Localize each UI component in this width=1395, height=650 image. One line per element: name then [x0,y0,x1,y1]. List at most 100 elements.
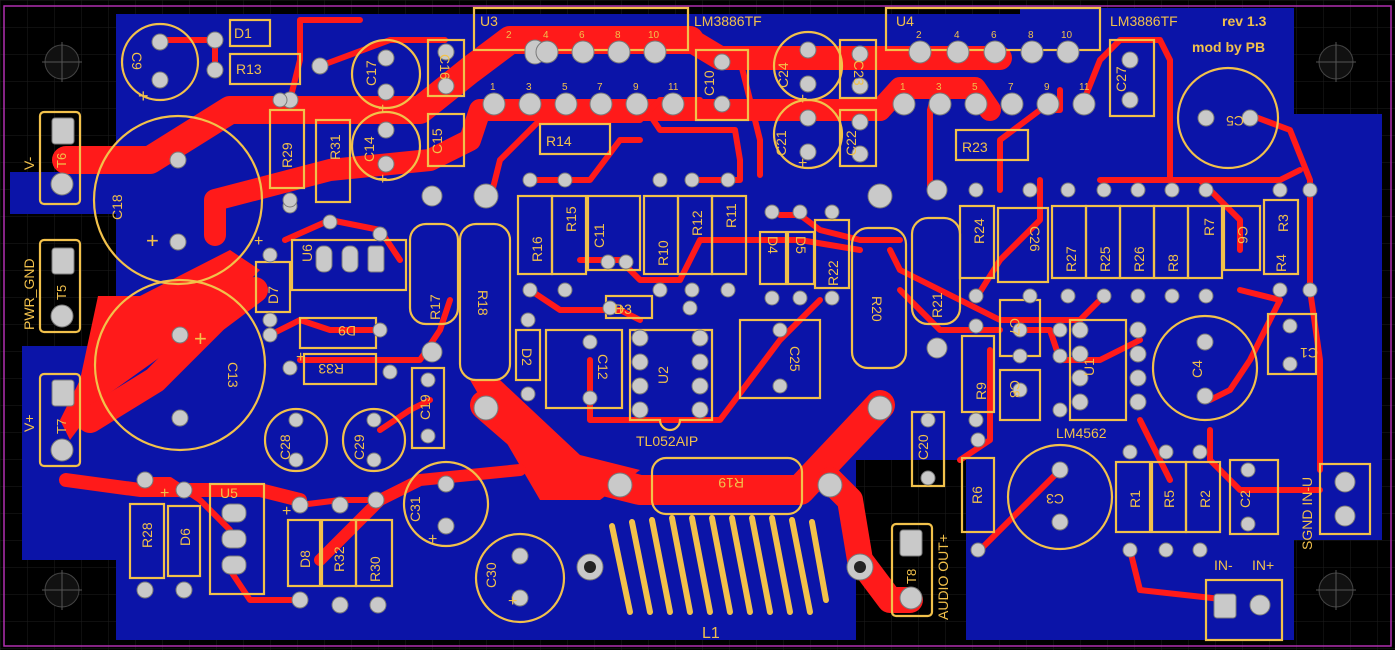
svg-text:3: 3 [936,82,942,93]
in-plus-label: IN+ [1252,557,1274,573]
svg-text:R24: R24 [971,218,987,244]
svg-text:C26: C26 [1027,226,1043,252]
u1-ref: U1 [1081,358,1097,376]
t5-ref: T5 [54,285,69,300]
svg-text:5: 5 [562,82,568,93]
u2-ref: U2 [655,366,671,384]
svg-text:C24: C24 [775,62,791,88]
svg-text:C10: C10 [701,70,717,96]
svg-text:D9: D9 [338,323,356,339]
svg-text:C4: C4 [1189,360,1205,378]
svg-text:C31: C31 [407,496,423,522]
svg-text:C28: C28 [277,434,293,460]
svg-text:C19: C19 [417,394,433,420]
svg-text:D1: D1 [234,25,252,41]
u5-ref: U5 [220,485,238,501]
component-pads [50,31,1356,619]
svg-text:C3: C3 [1046,491,1064,507]
svg-text:R33: R33 [318,361,344,377]
svg-text:+: + [296,349,305,366]
mounting-holes [42,42,1356,610]
svg-text:R13: R13 [236,61,262,77]
svg-text:11: 11 [668,82,679,93]
t6-label: V- [21,156,37,170]
svg-text:8: 8 [1028,30,1034,41]
svg-text:+: + [428,531,437,548]
l1-label: L1 [702,625,720,642]
svg-text:R29: R29 [279,142,295,168]
svg-text:D3: D3 [614,301,632,317]
svg-text:R3: R3 [1275,214,1291,232]
svg-text:C23: C23 [851,60,867,86]
svg-text:R1: R1 [1127,490,1143,508]
in-minus-label: IN- [1214,557,1233,573]
svg-text:+: + [160,485,169,502]
inductor-l1-coil [609,515,829,615]
svg-text:5: 5 [972,82,978,93]
svg-text:C22: C22 [843,130,859,156]
svg-text:R7: R7 [1201,218,1217,236]
svg-text:C1: C1 [1300,345,1318,361]
svg-text:C14: C14 [361,136,377,162]
svg-text:1: 1 [490,82,496,93]
svg-text:C25: C25 [787,346,803,372]
svg-text:R12: R12 [689,210,705,236]
svg-text:R27: R27 [1063,246,1079,272]
svg-text:1: 1 [900,82,906,93]
svg-text:6: 6 [991,30,997,41]
svg-text:C11: C11 [591,223,607,248]
author-label: mod by PB [1192,39,1265,55]
svg-text:10: 10 [1061,30,1073,41]
svg-text:+: + [798,91,807,108]
svg-text:C15: C15 [429,128,445,154]
svg-text:R11: R11 [723,203,739,228]
svg-text:R8: R8 [1165,254,1181,272]
svg-text:C16: C16 [437,54,453,80]
svg-text:C12: C12 [595,354,611,380]
svg-text:7: 7 [1008,82,1014,93]
t7-ref: T7 [54,419,69,434]
svg-text:9: 9 [633,82,639,93]
t5-label: PWR_GND [21,258,37,330]
svg-text:R18: R18 [475,290,491,316]
svg-text:C29: C29 [351,434,367,460]
svg-text:R21: R21 [929,292,945,318]
svg-text:R32: R32 [331,546,347,572]
svg-text:D7: D7 [265,286,281,304]
svg-text:C9: C9 [129,52,145,70]
svg-text:+: + [194,326,207,351]
svg-text:+: + [378,171,387,188]
svg-text:+: + [138,86,149,106]
svg-text:R26: R26 [1131,246,1147,272]
silkscreen-outlines [38,6,1372,642]
sgnd-label: SGND IN-U [1299,477,1315,550]
svg-text:C6: C6 [1235,226,1251,244]
u4-part: LM3886TF [1110,13,1178,29]
svg-text:D2: D2 [519,348,535,366]
revision-label: rev 1.3 [1222,13,1267,29]
svg-text:+: + [616,301,625,318]
t6-ref: T6 [54,153,69,168]
t8-label: AUDIO OUT+ [935,534,951,620]
svg-text:11: 11 [1079,82,1090,93]
svg-text:C18: C18 [109,194,125,220]
svg-text:C2: C2 [1237,490,1253,508]
svg-text:C17: C17 [363,60,379,86]
svg-text:D5: D5 [793,236,809,254]
svg-text:+: + [282,503,291,520]
svg-text:C7: C7 [1007,318,1023,336]
svg-text:R5: R5 [1161,490,1177,508]
svg-text:C8: C8 [1007,380,1023,398]
svg-text:R16: R16 [529,236,545,262]
svg-text:R2: R2 [1197,490,1213,508]
svg-text:R31: R31 [327,134,343,160]
t7-label: V+ [21,414,37,432]
svg-text:C13: C13 [225,362,241,388]
u3-pads [482,39,685,116]
svg-text:8: 8 [615,30,621,41]
svg-text:R4: R4 [1273,254,1289,272]
u3-ref: U3 [480,13,498,29]
svg-text:R20: R20 [869,296,885,322]
u4-pads [892,40,1096,116]
svg-text:D8: D8 [297,550,313,568]
